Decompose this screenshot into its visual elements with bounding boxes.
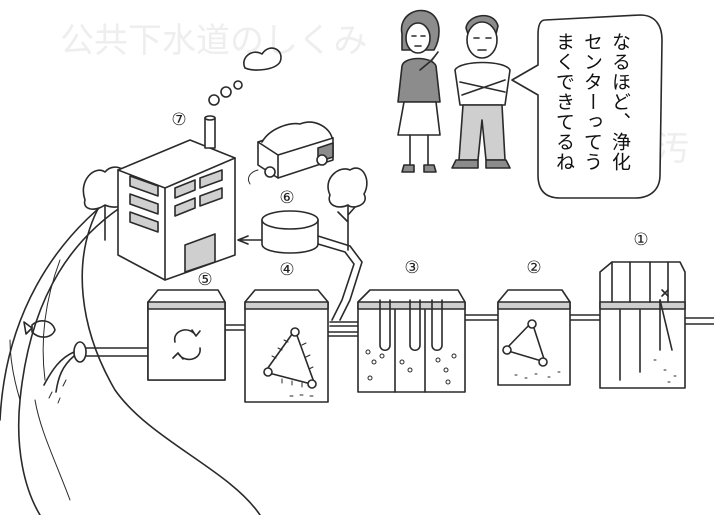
bubble-line-2: センターってう — [581, 32, 603, 172]
stage-4-tank — [244, 289, 329, 403]
bubble-line-3: まくできてるね — [553, 32, 575, 172]
bubble-line-1: なるほど、浄化 — [609, 32, 631, 172]
background-heading: 公共下水道のしくみ — [60, 21, 367, 61]
stage-label-1: ① — [633, 230, 648, 250]
woman-figure — [397, 9, 441, 173]
tree-right-icon — [327, 167, 368, 251]
stage-labels: ① ② ③ ④ ⑤ ⑥ ⑦ — [171, 110, 648, 290]
stage-label-3: ③ — [404, 258, 419, 278]
smoke-icon — [208, 47, 282, 106]
stage-label-7: ⑦ — [171, 110, 186, 130]
fish-icon — [23, 320, 56, 338]
stage-6-tank — [237, 210, 363, 321]
stage-5-tank — [147, 289, 226, 381]
stage-label-2: ② — [526, 258, 541, 278]
stage-1-tank — [599, 261, 686, 389]
stage-3-tank — [357, 289, 466, 393]
stage-7-building — [117, 47, 282, 281]
stage-label-6: ⑥ — [279, 188, 294, 208]
outflow-pipe — [43, 341, 151, 404]
speech-bubble — [511, 14, 663, 199]
man-figure — [451, 14, 511, 169]
stage-label-4: ④ — [279, 260, 294, 280]
stage-label-5: ⑤ — [197, 270, 212, 290]
speech-bubble-text: なるほど、浄化 センターってう まくできてるね — [553, 32, 631, 172]
stage-2-tank — [497, 289, 571, 386]
bubbles-icon — [365, 349, 457, 385]
dump-truck-icon — [247, 121, 334, 185]
